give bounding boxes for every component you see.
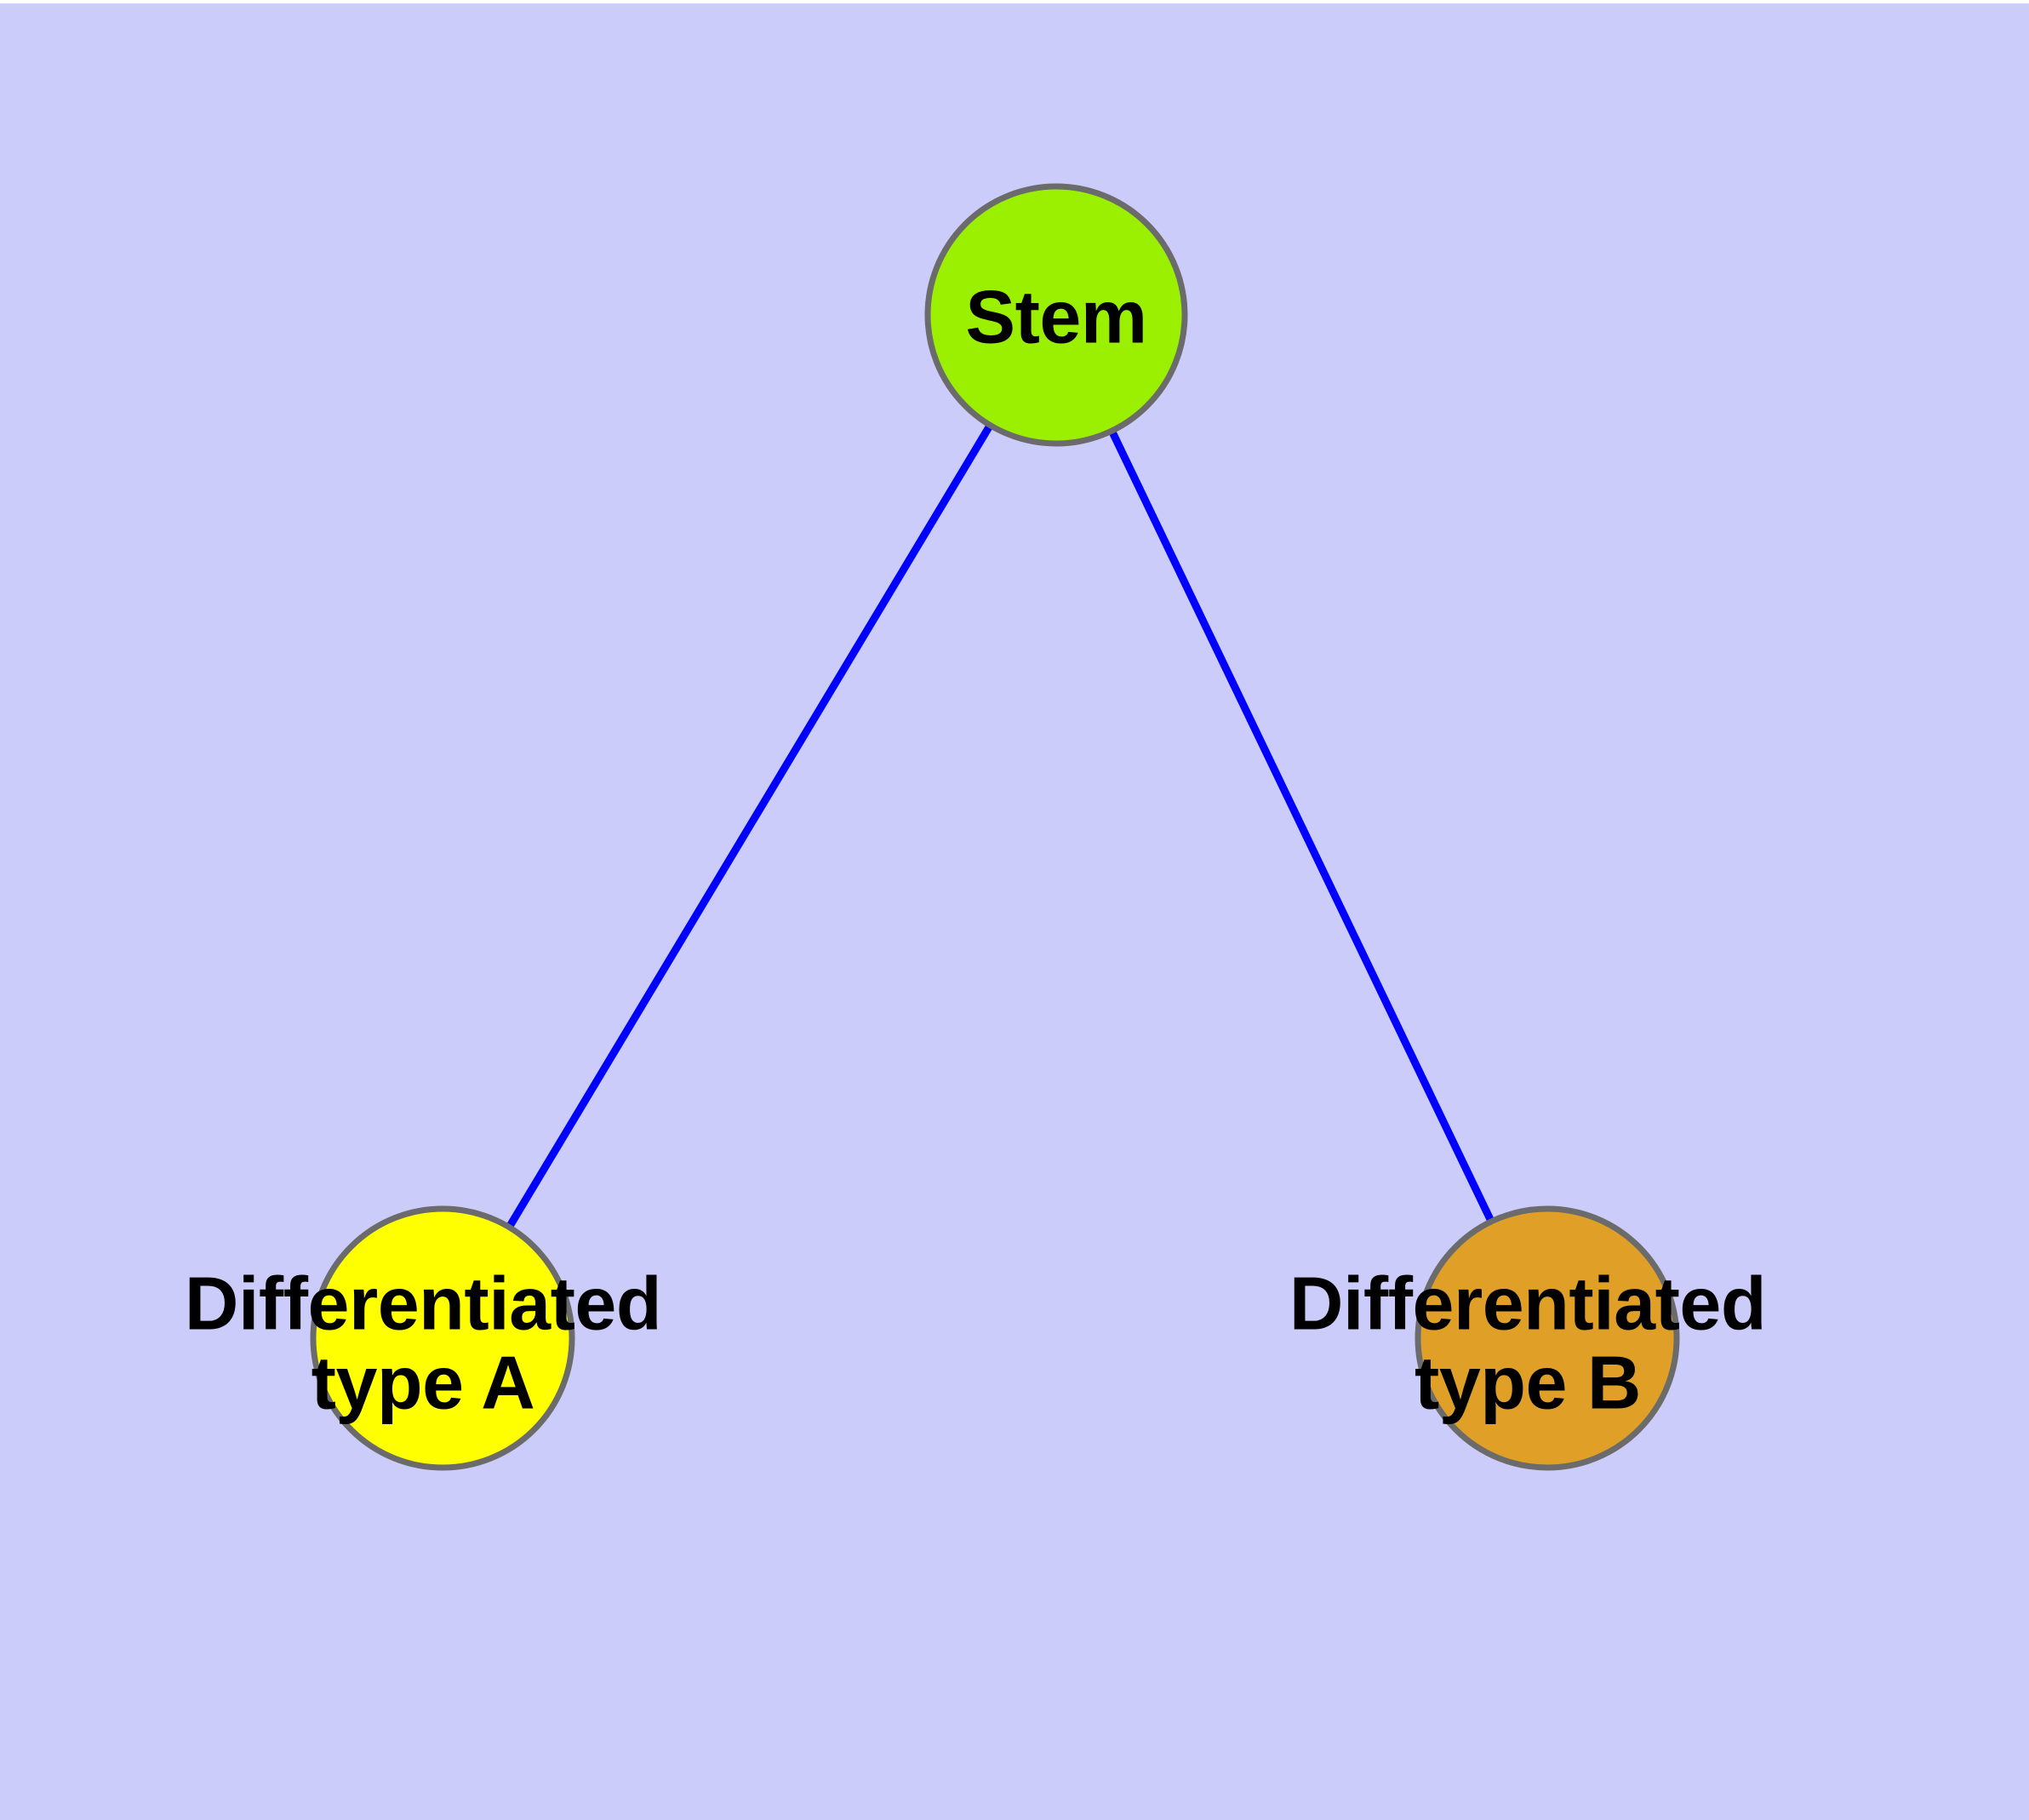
edge-stem-to-diff-a[interactable] [439,312,1060,1341]
node-differentiated-type-a[interactable] [310,1205,575,1471]
node-layer [310,183,1680,1471]
node-differentiated-type-b[interactable] [1415,1205,1680,1471]
top-border-strip [0,0,2029,3]
edge-layer [439,312,1552,1341]
node-stem[interactable] [924,183,1188,447]
edge-stem-to-diff-b[interactable] [1052,313,1552,1340]
